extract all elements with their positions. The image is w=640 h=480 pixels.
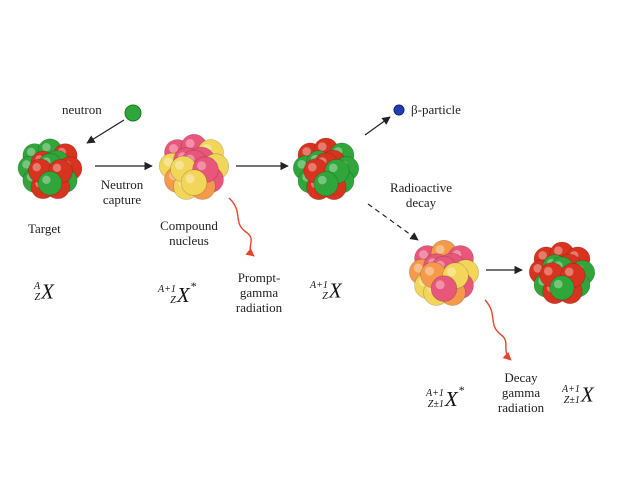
neutron-capture-label: Neutron capture — [92, 177, 152, 207]
neutron-label: neutron — [62, 102, 102, 117]
final-daughter-nucleus — [528, 241, 596, 305]
decay-excited-symbol: X — [444, 386, 458, 411]
nucleon-highlight — [169, 144, 178, 153]
decay-final-mass-number: A+1 — [562, 384, 580, 395]
prompt-gamma-line-1: Prompt- — [237, 270, 281, 285]
decay-final-atomic-number: Z±1 — [563, 395, 580, 406]
nucleon — [180, 169, 208, 196]
compound-atomic-number: Z — [170, 295, 176, 307]
decay-excited-atomic-number: Z±1 — [427, 399, 444, 411]
nucleon-highlight — [308, 162, 317, 172]
product-mass-number: A+1 — [310, 280, 328, 291]
nucleon-highlight — [544, 266, 553, 276]
compound-symbol: X — [176, 282, 190, 307]
decay-gamma-line-3: radiation — [497, 400, 545, 415]
compound-mass-number: A+1 — [158, 284, 176, 296]
nucleon-highlight — [328, 163, 338, 173]
product-atomic-number: Z — [322, 291, 328, 302]
neutron-capture-line-1: Neutron — [100, 177, 144, 192]
decay-gamma-ray — [484, 299, 512, 361]
radioactive-decay-label: Radioactive decay — [381, 180, 461, 210]
target-scripts: A Z — [34, 281, 40, 303]
beta-particle-dot — [393, 104, 405, 116]
decay-gamma-line-1: Decay — [504, 370, 538, 385]
prompt-gamma-line-3: radiation — [235, 300, 283, 315]
decay-excited-scripts: A+1 Z±1 — [426, 388, 444, 410]
compound-nucleus-label: Compound nucleus — [144, 218, 234, 248]
target-notation: A Z X — [34, 281, 54, 303]
decay-final-symbol: X — [580, 382, 594, 407]
nucleon-highlight — [413, 263, 423, 273]
nucleon-highlight — [419, 250, 428, 259]
decay-final-scripts: A+1 Z±1 — [562, 384, 580, 406]
nucleon-highlight — [22, 160, 31, 169]
compound-notation: A+1 Z X* — [158, 280, 197, 306]
compound-nucleus-sphere — [158, 133, 230, 200]
target-atomic-number: Z — [34, 292, 41, 303]
nucleon-highlight — [297, 160, 307, 169]
compound-nucleus-line-2: nucleus — [169, 233, 209, 248]
nucleon-highlight — [538, 251, 547, 260]
nucleon-highlight — [185, 138, 195, 148]
neutron-capture-line-2: capture — [102, 192, 142, 207]
nucleon — [313, 171, 339, 197]
product-notation: A+1 Z X — [310, 280, 342, 302]
nucleon-highlight — [447, 267, 457, 277]
prompt-gamma-ray — [228, 197, 255, 257]
nucleon-highlight — [533, 264, 542, 273]
radioactive-decay-line-1: Radioactive — [389, 180, 453, 195]
product-symbol: X — [328, 278, 342, 303]
nucleon-highlight — [42, 175, 51, 184]
compound-scripts: A+1 Z — [158, 284, 176, 306]
nucleon — [549, 275, 575, 301]
decay-excited-mass-number: A+1 — [426, 388, 444, 400]
nucleon-highlight — [554, 279, 563, 289]
nucleon — [430, 275, 458, 302]
radioactive-decay-line-2: decay — [405, 195, 437, 210]
excited-daughter-nucleus — [408, 239, 480, 306]
target-symbol: X — [41, 279, 54, 304]
nucleon-highlight — [302, 147, 311, 156]
target-mass-number: A — [34, 281, 41, 292]
decay-excited-mark: * — [458, 383, 465, 397]
beta-particle-label: β-particle — [411, 102, 461, 117]
beta-emission-arrow — [364, 116, 391, 136]
nucleon-highlight — [163, 157, 173, 167]
neutron-incoming-arrow — [86, 119, 125, 144]
target-nucleus — [17, 138, 83, 200]
neutron-particle — [124, 104, 142, 122]
prompt-gamma-line-2: gamma — [239, 285, 279, 300]
nucleon-highlight — [425, 266, 434, 276]
nucleon-highlight — [26, 147, 36, 157]
radioactive-decay-arrow — [367, 203, 419, 241]
nucleon-highlight — [435, 244, 445, 254]
nucleon-highlight — [318, 175, 327, 185]
nucleon-highlight — [554, 246, 563, 255]
nucleon-highlight — [175, 160, 184, 170]
decay-gamma-label: Decay gamma radiation — [486, 370, 556, 415]
nucleon-highlight — [564, 267, 574, 277]
nucleon-highlight — [435, 280, 445, 290]
compound-nucleus-line-1: Compound — [160, 218, 218, 233]
nucleon-highlight — [42, 143, 51, 152]
decay-gamma-line-2: gamma — [501, 385, 541, 400]
nucleon-highlight — [32, 163, 41, 172]
nucleon-highlight — [185, 174, 195, 184]
target-label: Target — [28, 221, 61, 236]
decay-excited-notation: A+1 Z±1 X* — [426, 384, 465, 410]
nucleon-highlight — [52, 163, 62, 172]
nucleon-highlight — [318, 142, 327, 151]
nucleon-highlight — [197, 161, 207, 171]
nucleon — [37, 171, 63, 196]
compound-excited-mark: * — [190, 279, 197, 293]
product-nucleus — [292, 137, 360, 201]
decay-final-notation: A+1 Z±1 X — [562, 384, 594, 406]
prompt-gamma-label: Prompt- gamma radiation — [224, 270, 294, 315]
product-scripts: A+1 Z — [310, 280, 328, 302]
